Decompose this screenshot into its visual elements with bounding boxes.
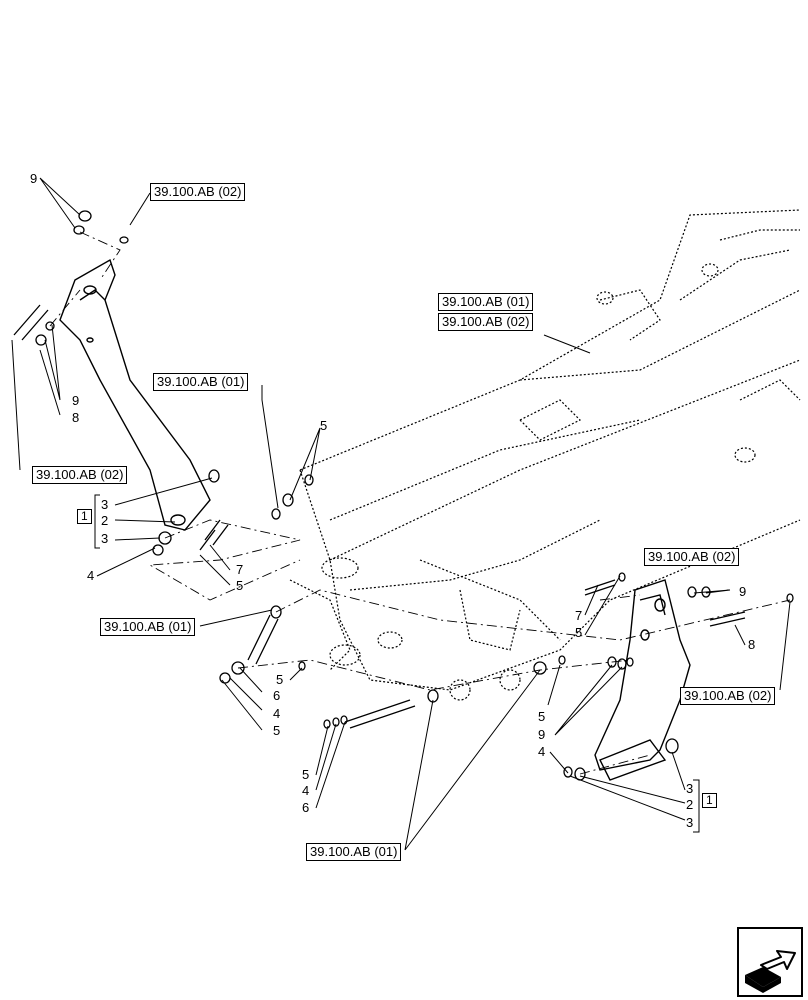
next-page-arrow-icon[interactable] [737,927,803,997]
callout-number: 3 [101,497,109,512]
callout-number: 8 [748,637,756,652]
callout-number: 3 [101,531,109,546]
reference-link[interactable]: 39.100.AB (02) [644,548,740,566]
callout-number: 2 [686,797,694,812]
leader-lines [11,177,791,851]
reference-link[interactable]: 39.100.AB (02) [438,313,534,331]
callout-number: 4 [87,568,95,583]
callout-number: 4 [273,706,281,721]
callout-number: 5 [273,723,281,738]
callout-number: 5 [320,418,328,433]
callout-number: 9 [72,393,80,408]
group-box[interactable]: 1 [77,509,92,524]
reference-link[interactable]: 39.100.AB (01) [153,373,249,391]
callout-number: 3 [686,781,694,796]
reference-link[interactable]: 39.100.AB (02) [150,183,246,201]
assembly-lines [49,231,791,775]
callout-number: 6 [302,800,310,815]
reference-link[interactable]: 39.100.AB (02) [680,687,776,705]
group-box[interactable]: 1 [702,793,717,808]
callout-number: 5 [236,578,244,593]
callout-number: 4 [302,783,310,798]
reference-link[interactable]: 39.100.AB (01) [100,618,196,636]
left-arm [59,258,211,531]
callout-number: 9 [30,171,38,186]
callout-number: 5 [575,625,583,640]
callout-number: 7 [236,562,244,577]
group-brackets [94,494,700,833]
callout-number: 8 [72,410,80,425]
callout-number: 5 [302,767,310,782]
callout-number: 9 [739,584,747,599]
main-frame [289,209,801,701]
callout-number: 9 [538,727,546,742]
reference-link[interactable]: 39.100.AB (01) [438,293,534,311]
callout-number: 4 [538,744,546,759]
pins-and-bushings [13,210,794,781]
reference-link[interactable]: 39.100.AB (02) [32,466,128,484]
callout-number: 7 [575,608,583,623]
callout-number: 6 [273,688,281,703]
reference-link[interactable]: 39.100.AB (01) [306,843,402,861]
callout-number: 2 [101,513,109,528]
callout-number: 5 [276,672,284,687]
callout-number: 5 [538,709,546,724]
callout-number: 3 [686,815,694,830]
